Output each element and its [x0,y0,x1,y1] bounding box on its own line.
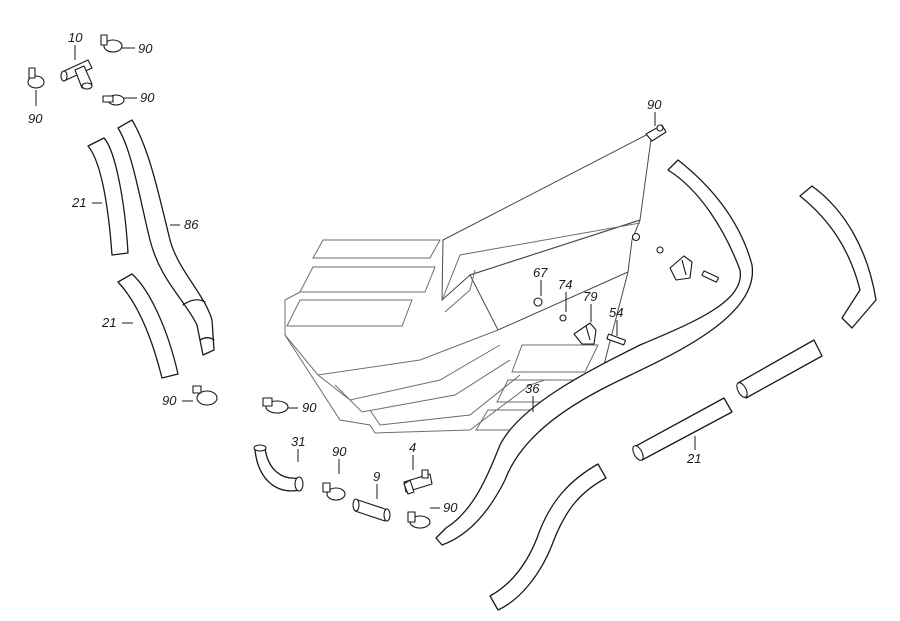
callout-74: 74 [558,277,572,292]
callout-90: 90 [647,97,662,112]
clamp-90-f [322,482,346,501]
callout-86: 86 [184,217,199,232]
washer-icon [559,314,567,322]
clamp-90-b [100,34,123,53]
callout-79: 79 [583,289,597,304]
bolt-right [701,270,720,283]
clamp-90-g [407,511,431,529]
clip-90-top [645,124,667,142]
bracket-79 [573,322,597,345]
callout-90: 90 [332,444,347,459]
clamp-90-c [102,94,125,106]
callout-90: 90 [140,90,155,105]
hose-21-right-a [736,339,823,399]
callout-67: 67 [533,265,548,280]
callout-21: 21 [686,451,701,466]
callout-36: 36 [525,381,540,396]
elbow-31 [253,444,304,492]
callout-90: 90 [28,111,43,126]
clamp-90-a [27,67,45,89]
bolt-54 [606,333,627,346]
t-fitting-10 [60,59,93,90]
callout-90: 90 [162,393,177,408]
nut-icon [656,246,664,254]
pipe-9 [352,498,391,522]
callout-21: 21 [101,315,116,330]
clamp-90-d [192,385,218,406]
nut-icon [533,297,543,307]
callout-90: 90 [443,500,458,515]
clamp-90-e [262,397,289,414]
callout-31: 31 [291,434,305,449]
nut-icon [631,232,641,242]
callout-90: 90 [302,400,317,415]
hose-21-upper-left [87,137,129,256]
hose-21-right-b [632,397,733,461]
bracket-right [669,255,693,281]
callout-54: 54 [609,305,623,320]
hose-36-long [435,159,753,546]
callout-9: 9 [373,469,380,484]
hose-lower-s [489,463,607,611]
fitting-4 [403,469,433,495]
hose-86 [117,119,215,356]
leader-lines [35,45,696,509]
callout-90: 90 [138,41,153,56]
hardware-nuts [533,232,664,322]
callout-4: 4 [409,440,416,455]
callout-10: 10 [68,30,83,45]
hose-right-upper [799,185,877,329]
hose-21-lower-left [117,273,179,379]
callout-21: 21 [71,195,86,210]
